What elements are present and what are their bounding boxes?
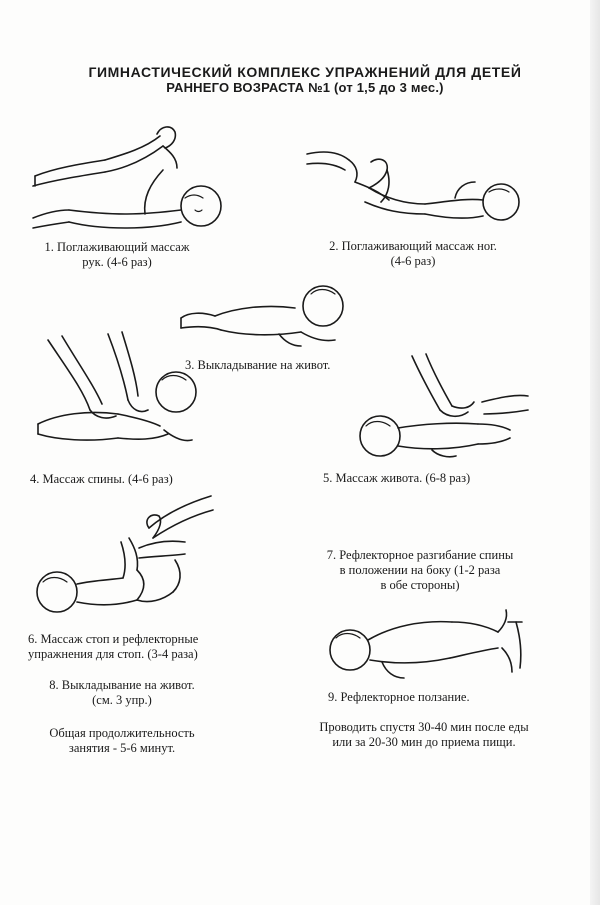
duration-note: Общая продолжительность занятия - 5-6 ми…	[22, 726, 222, 756]
exercise-9-caption: 9. Рефлекторное ползание.	[328, 690, 470, 704]
timing-note-line2: или за 20-30 мин до приема пищи.	[332, 735, 516, 749]
illustration-back-massage	[37, 331, 197, 442]
page-edge-shadow	[590, 0, 600, 905]
duration-note-line2: занятия - 5-6 минут.	[68, 741, 176, 755]
illustration-arm-massage	[32, 126, 222, 229]
timing-note: Проводить спустя 30-40 мин после еды или…	[290, 720, 558, 750]
exercise-6-caption: 6. Массаж стоп и рефлекторные упражнения…	[28, 632, 258, 662]
exercise-1-title: 1. Поглаживающий массаж	[44, 240, 190, 254]
illustration-tummy-time	[180, 285, 344, 347]
exercise-2-title: 2. Поглаживающий массаж ног.	[329, 239, 497, 253]
exercise-3-caption: 3. Выкладывание на живот.	[185, 358, 331, 372]
exercise-1-reps: рук. (4-6 раз)	[82, 255, 152, 269]
sheet-subtitle: РАННЕГО ВОЗРАСТА №1 (от 1,5 до 3 мес.)	[166, 80, 444, 95]
illustration-leg-massage	[306, 151, 520, 221]
exercise-4-caption: 4. Массаж спины. (4-6 раз)	[30, 472, 173, 486]
illustration-foot-massage	[36, 495, 214, 613]
timing-note-line1: Проводить спустя 30-40 мин после еды	[319, 720, 529, 734]
exercise-7-sides: в обе стороны)	[380, 578, 460, 592]
exercise-2-reps: (4-6 раз)	[390, 254, 436, 268]
sheet-title: ГИМНАСТИЧЕСКИЙ КОМПЛЕКС УПРАЖНЕНИЙ ДЛЯ Д…	[88, 64, 522, 80]
exercise-5-caption: 5. Массаж живота. (6-8 раз)	[323, 471, 471, 485]
exercise-6-title: 6. Массаж стоп и рефлекторные	[28, 632, 199, 646]
exercise-8-caption: 8. Выкладывание на живот. (см. 3 упр.)	[22, 678, 222, 708]
duration-note-line1: Общая продолжительность	[49, 726, 195, 740]
illustration-reflex-crawling	[329, 609, 523, 679]
exercise-6-reps: упражнения для стоп. (3-4 раза)	[28, 647, 198, 661]
exercise-7-caption: 7. Рефлекторное разгибание спины в полож…	[300, 548, 540, 593]
exercise-7-detail: в положении на боку (1-2 раза	[339, 563, 501, 577]
exercise-2-caption: 2. Поглаживающий массаж ног. (4-6 раз)	[308, 239, 518, 269]
illustration-belly-massage	[359, 353, 529, 458]
exercise-7-title: 7. Рефлекторное разгибание спины	[326, 548, 514, 562]
exercise-8-title: 8. Выкладывание на живот.	[49, 678, 195, 692]
exercise-8-ref: (см. 3 упр.)	[92, 693, 152, 707]
exercise-1-caption: 1. Поглаживающий массаж рук. (4-6 раз)	[22, 240, 212, 270]
